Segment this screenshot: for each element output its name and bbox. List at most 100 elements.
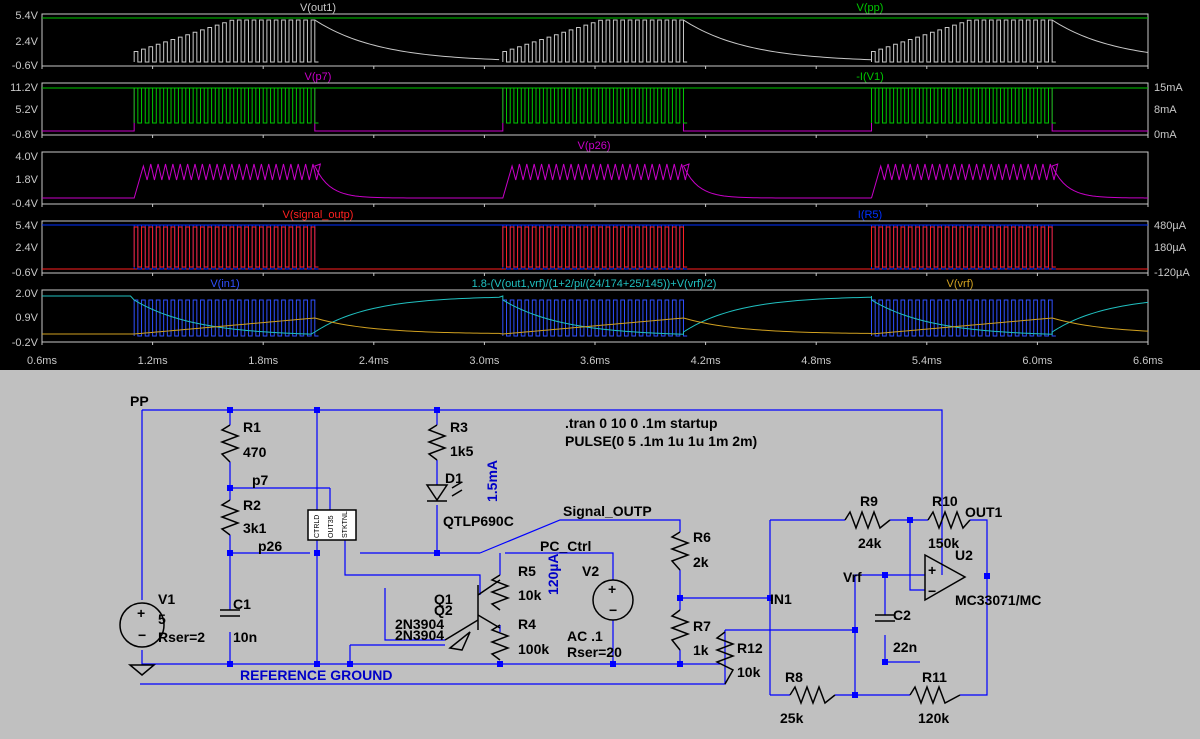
value-d1[interactable]: QTLP690C (443, 513, 514, 529)
value-r9[interactable]: 24k (858, 535, 882, 551)
trace-vout1-decay (314, 19, 500, 61)
voltage-source-v1[interactable]: +− (119, 602, 165, 676)
trace-label-vout1[interactable]: V(out1) (300, 2, 336, 14)
x-tick-label: 3.6ms (580, 355, 610, 367)
svg-text:+: + (928, 562, 936, 578)
trace-label-iv1[interactable]: -I(V1) (856, 71, 884, 83)
value-c1[interactable]: 10n (233, 629, 257, 645)
trace-label-expression[interactable]: 1.8-(V(out1,vrf)/(1+2/pi/(24/174+25/145)… (472, 278, 717, 290)
value-r3[interactable]: 1k5 (450, 443, 474, 459)
value-r5[interactable]: 10k (518, 587, 542, 603)
value-u2[interactable]: MC33071/MC (955, 592, 1041, 608)
trace-label-vvrf[interactable]: V(vrf) (947, 278, 974, 290)
pane-5-ytick: 2.0V (15, 288, 38, 300)
net-label-p26[interactable]: p26 (258, 538, 282, 554)
capacitor-symbols (220, 609, 895, 622)
net-label-p7[interactable]: p7 (252, 472, 269, 488)
trace-vout1-pulses (133, 19, 1056, 63)
label-c2[interactable]: C2 (893, 607, 911, 623)
waveform-plot[interactable]: 5.4V 2.4V -0.6V V(out1) V(pp) 11.2V 5.2V… (0, 0, 1200, 370)
trace-vvrf (42, 317, 1149, 335)
trace-label-vin1[interactable]: V(in1) (210, 278, 239, 290)
label-v1[interactable]: V1 (158, 591, 175, 607)
schematic-canvas[interactable]: +− +− CTRLD OUT35 STKTNL + − PP p7 p26 S… (0, 370, 1200, 739)
pane-2-ytick-right: 15mA (1154, 82, 1183, 94)
label-v2[interactable]: V2 (582, 563, 599, 579)
net-label-reference-ground[interactable]: REFERENCE GROUND (240, 667, 392, 683)
schematic-editor[interactable]: +− +− CTRLD OUT35 STKTNL + − PP p7 p26 S… (0, 370, 1200, 739)
trace-label-ir5[interactable]: I(R5) (858, 209, 882, 221)
trace-vout1-decay (683, 19, 872, 61)
pane-2[interactable]: 11.2V 5.2V -0.8V 15mA 8mA 0mA V(p7) -I(V… (10, 71, 1183, 141)
label-r11[interactable]: R11 (922, 669, 947, 685)
label-r2[interactable]: R2 (243, 497, 261, 513)
pane-4-ytick: -0.6V (12, 267, 39, 279)
ic-package[interactable]: CTRLD OUT35 STKTNL (307, 509, 357, 541)
x-tick-label: 4.8ms (801, 355, 831, 367)
value-r8[interactable]: 25k (780, 710, 804, 726)
x-tick-label: 0.6ms (27, 355, 57, 367)
opamp-u2-symbol[interactable]: + − (924, 553, 967, 602)
label-q1[interactable]: Q1 (434, 591, 453, 607)
label-r6[interactable]: R6 (693, 529, 711, 545)
value-r10[interactable]: 150k (928, 535, 959, 551)
svg-text:−: − (138, 627, 146, 643)
value-c2[interactable]: 22n (893, 639, 917, 655)
value-r12[interactable]: 10k (737, 664, 761, 680)
value-q1[interactable]: 2N3904 (395, 616, 444, 632)
trace-label-vsignal-outp[interactable]: V(signal_outp) (283, 209, 354, 221)
value-r7[interactable]: 1k (693, 642, 709, 658)
label-r7[interactable]: R7 (693, 618, 711, 634)
label-r9[interactable]: R9 (860, 493, 878, 509)
x-tick-label: 5.4ms (912, 355, 942, 367)
label-r8[interactable]: R8 (785, 669, 803, 685)
net-label-pp[interactable]: PP (130, 393, 149, 409)
pane-4-ytick: 2.4V (15, 242, 38, 254)
net-label-pc-ctrl[interactable]: PC_Ctrl (540, 538, 591, 554)
label-r5[interactable]: R5 (518, 563, 536, 579)
label-u2[interactable]: U2 (955, 547, 973, 563)
value-r6[interactable]: 2k (693, 554, 709, 570)
label-q2[interactable]: Q2 (434, 602, 453, 618)
net-label-vrf[interactable]: Vrf (843, 569, 862, 585)
label-r12[interactable]: R12 (737, 640, 763, 656)
x-tick-label: 2.4ms (359, 355, 389, 367)
trace-label-vp26[interactable]: V(p26) (577, 140, 610, 152)
pane-3[interactable]: 4.0V 1.8V -0.4V V(p26) (12, 140, 1149, 210)
net-label-signal-outp[interactable]: Signal_OUTP (563, 503, 652, 519)
net-label-in1[interactable]: IN1 (770, 591, 792, 607)
spice-directive-pulse[interactable]: PULSE(0 5 .1m 1u 1u 1m 2m) (565, 433, 757, 449)
svg-text:−: − (928, 583, 936, 599)
label-r4[interactable]: R4 (518, 616, 536, 632)
value-v1[interactable]: 5 (158, 611, 166, 627)
label-c1[interactable]: C1 (233, 596, 251, 612)
value-r1[interactable]: 470 (243, 444, 267, 460)
trace-label-vpp[interactable]: V(pp) (857, 2, 884, 14)
pane-2-ytick-right: 0mA (1154, 129, 1177, 141)
value-q2[interactable]: 2N3904 (395, 627, 444, 643)
pane-1-ytick: 5.4V (15, 10, 38, 22)
pane-4[interactable]: 5.4V 2.4V -0.6V 480µA 180µA -120µA V(sig… (12, 209, 1191, 279)
voltage-source-v2[interactable]: +− (592, 579, 634, 621)
trace-vin1-pulses (133, 299, 1056, 337)
label-r10[interactable]: R10 (932, 493, 958, 509)
pane-4-ytick-right: 480µA (1154, 220, 1187, 232)
label-r1[interactable]: R1 (243, 419, 261, 435)
pane-2-ytick-right: 8mA (1154, 104, 1177, 116)
trace-label-vp7[interactable]: V(p7) (305, 71, 332, 83)
junctions (227, 407, 990, 698)
value-v2[interactable]: AC .1 (567, 628, 603, 644)
net-label-out1[interactable]: OUT1 (965, 504, 1003, 520)
label-r3[interactable]: R3 (450, 419, 468, 435)
pane-5-ytick: -0.2V (12, 337, 39, 349)
svg-text:−: − (609, 602, 617, 618)
param-v1-rser[interactable]: Rser=2 (158, 629, 205, 645)
spice-directive-tran[interactable]: .tran 0 10 0 .1m startup (565, 415, 718, 431)
waveform-viewer[interactable]: 5.4V 2.4V -0.6V V(out1) V(pp) 11.2V 5.2V… (0, 0, 1200, 370)
pane-4-ytick: 5.4V (15, 220, 38, 232)
param-v2-rser[interactable]: Rser=20 (567, 644, 622, 660)
value-r11[interactable]: 120k (918, 710, 949, 726)
value-r4[interactable]: 100k (518, 641, 549, 657)
value-r2[interactable]: 3k1 (243, 520, 267, 536)
label-d1[interactable]: D1 (445, 470, 463, 486)
